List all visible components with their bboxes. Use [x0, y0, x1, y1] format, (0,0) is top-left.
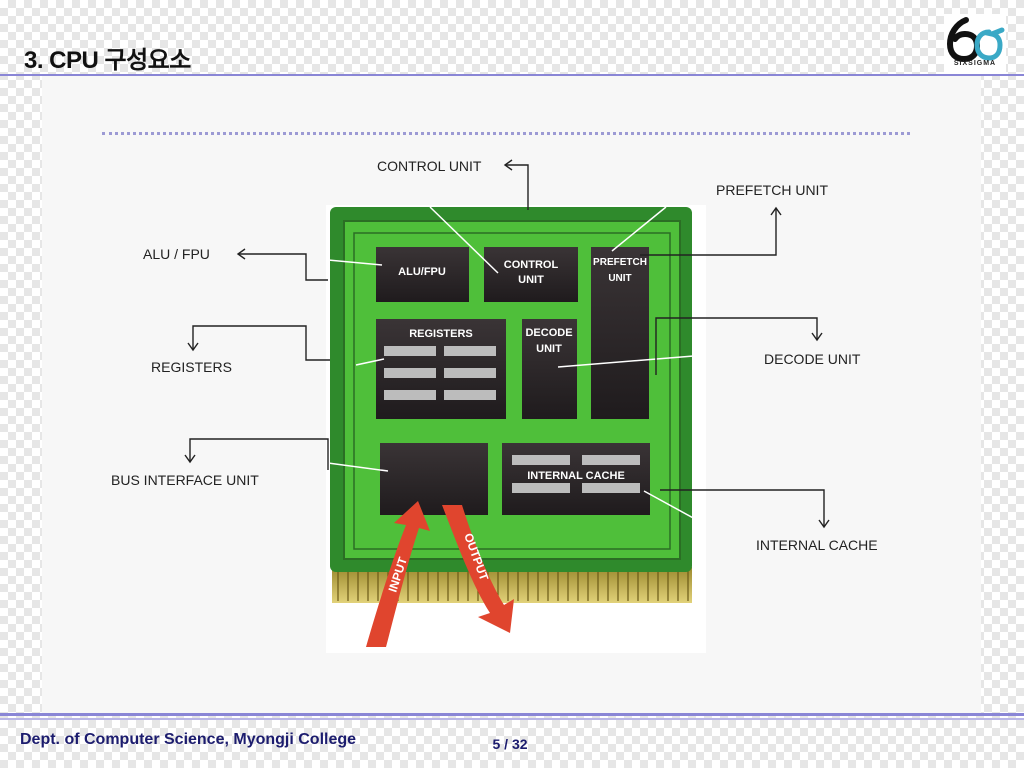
svg-text:DECODE: DECODE	[525, 327, 572, 339]
chip-block-prefetch-unit: PREFETCH UNIT	[591, 247, 649, 419]
chip-block-control-unit: CONTROL UNIT	[484, 247, 578, 302]
callout-decode-unit: DECODE UNIT	[764, 351, 861, 367]
callout-prefetch-unit: PREFETCH UNIT	[716, 182, 828, 198]
callout-control-unit: CONTROL UNIT	[377, 158, 482, 174]
svg-text:UNIT: UNIT	[608, 273, 631, 284]
svg-text:PREFETCH: PREFETCH	[593, 257, 647, 268]
callout-alu-fpu: ALU / FPU	[143, 246, 210, 262]
chip-block-decode-unit: DECODE UNIT	[522, 319, 577, 419]
svg-text:REGISTERS: REGISTERS	[409, 328, 473, 340]
chip-block-bus-interface	[380, 443, 488, 515]
svg-text:UNIT: UNIT	[518, 274, 544, 286]
title-divider	[0, 74, 1024, 76]
chip-block-registers: REGISTERS	[376, 319, 506, 419]
svg-text:ALU/FPU: ALU/FPU	[398, 266, 446, 278]
footer-divider	[0, 713, 1024, 716]
svg-text:INTERNAL CACHE: INTERNAL CACHE	[527, 470, 625, 482]
callout-bus-interface-unit: BUS INTERFACE UNIT	[111, 472, 259, 488]
page-number: 5 / 32	[492, 736, 528, 752]
cpu-chip-illustration: ALU/FPU CONTROL UNIT PREFETCH UNIT REGIS…	[326, 205, 706, 653]
dotted-divider	[102, 132, 910, 135]
slide-title: 3. CPU 구성요소	[24, 47, 191, 74]
sixsigma-logo-icon	[944, 14, 1006, 74]
svg-text:CONTROL: CONTROL	[504, 259, 559, 271]
callout-internal-cache: INTERNAL CACHE	[756, 537, 878, 553]
logo-text: SIXSIGMA	[953, 60, 997, 67]
footer-divider-secondary	[0, 718, 1024, 720]
chip-block-alu-fpu: ALU/FPU	[376, 247, 469, 302]
svg-text:UNIT: UNIT	[536, 343, 562, 355]
callout-registers: REGISTERS	[151, 359, 232, 375]
chip-block-internal-cache: INTERNAL CACHE	[502, 443, 650, 515]
footer-department: Dept. of Computer Science, Myongji Colle…	[20, 731, 357, 748]
